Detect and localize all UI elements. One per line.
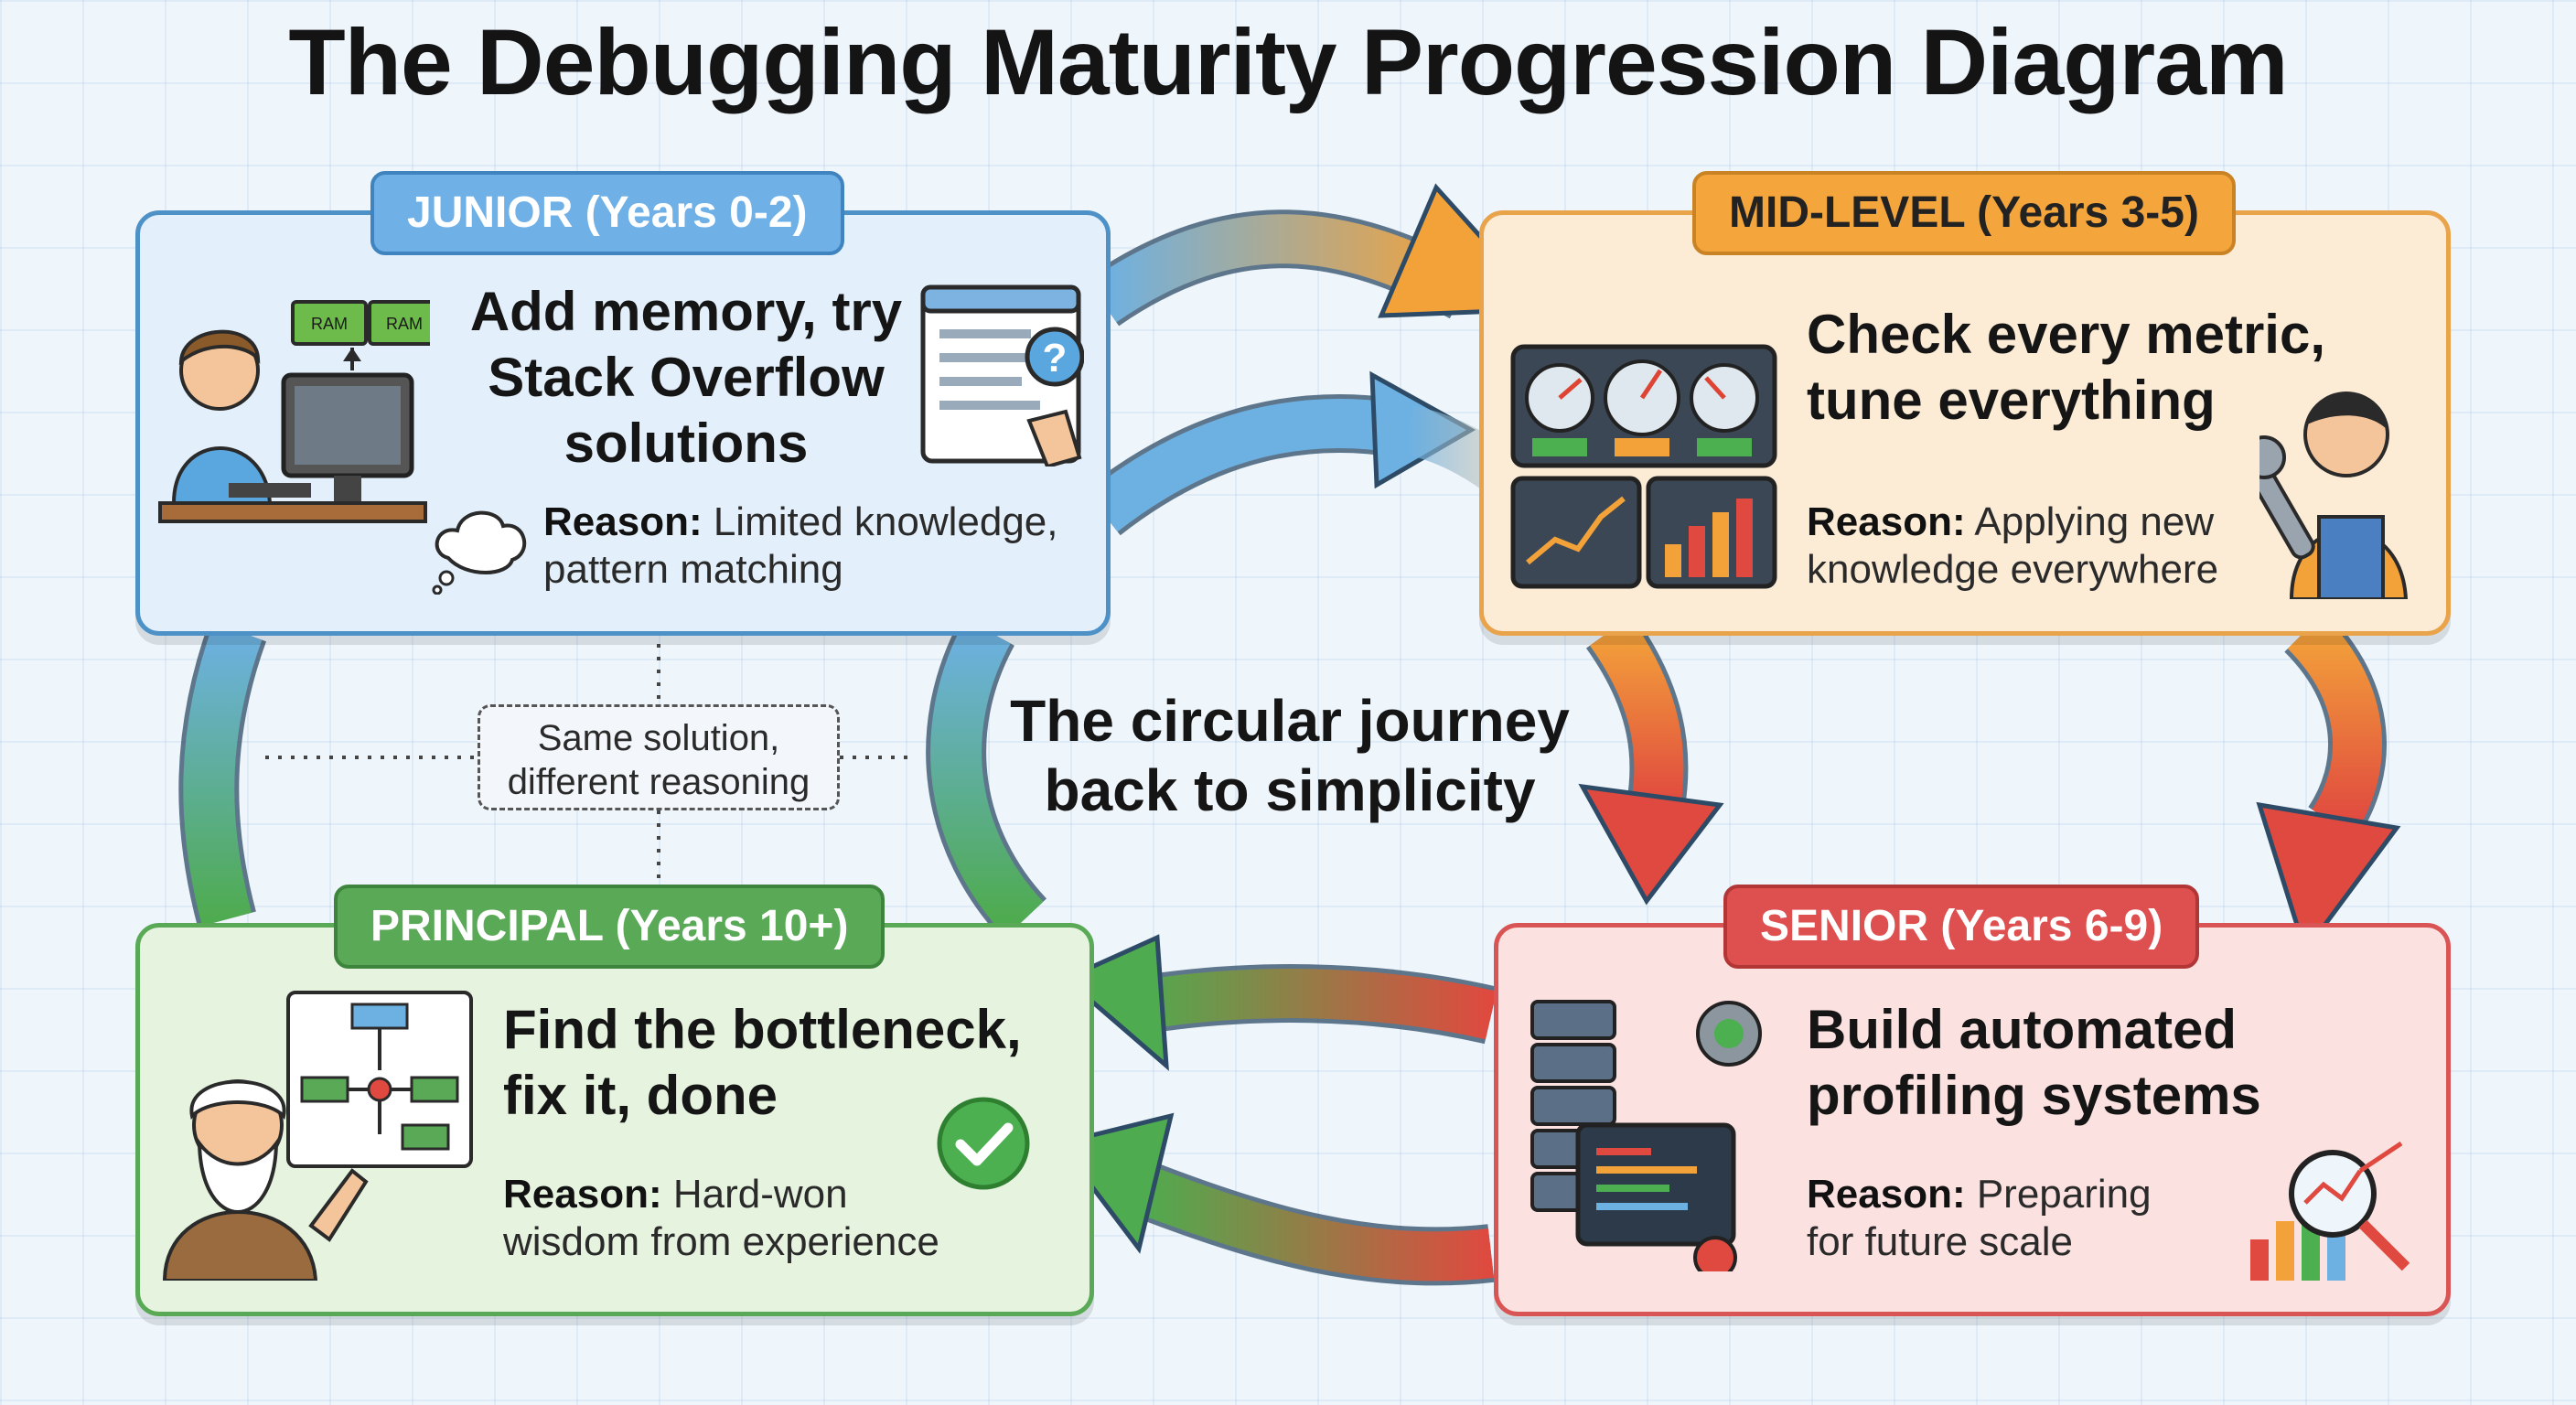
mid-level-headline: Check every metric, tune everything [1807,304,2326,431]
arrow-mid-to-senior-inner [1578,614,1724,906]
principal-stage-label: PRINCIPAL (Years 10+) [334,885,886,969]
gear-icon [1696,1001,1762,1067]
wrench-icon [2259,435,2315,560]
same-solution-note: Same solution, different reasoning [478,704,840,810]
junior-headline: Add memory, try Stack Overflow solutions [469,281,903,474]
svg-text:RAM: RAM [386,315,423,333]
senior-reason: Reason: Preparing for future scale [1807,1172,2152,1264]
svg-text:?: ? [1043,336,1068,381]
gauge-icon [1525,363,1594,433]
mid-level-reason: Reason: Applying new knowledge everywher… [1807,499,2219,592]
metrics-dashboard-icon [1510,344,1777,589]
senior-stage-label: SENIOR (Years 6-9) [1723,885,2200,969]
ram-icon [291,300,368,346]
stack-overflow-page-icon: ? [920,284,1084,467]
thought-cloud-icon [432,510,527,595]
junior-reason: Reason: Limited knowledge, pattern match… [543,499,1058,592]
junior-stage-label: JUNIOR (Years 0-2) [370,171,844,255]
arrow-mid-to-senior-outer [2256,610,2401,957]
arrow-senior-to-principal-upper [1061,934,1498,1071]
cursor-hand-icon [1026,409,1082,467]
line-chart-icon [1510,476,1642,589]
junior-developer-illustration: RAM RAM [158,300,430,523]
question-icon [1025,327,1084,387]
senior-headline: Build automated profiling systems [1807,999,2261,1126]
principal-headline: Find the bottleneck, fix it, done [503,999,1022,1126]
page-title: The Debugging Maturity Progression Diagr… [288,10,2288,114]
svg-text:RAM: RAM [311,315,348,333]
principal-reason: Reason: Hard-won wisdom from experience [503,1172,939,1264]
arrow-junior-center-loop [926,617,1047,940]
checkmark-icon [937,1097,1030,1190]
center-caption: The circular journey back to simplicity [1010,688,1570,823]
analytics-magnifier-icon [2250,1141,2410,1281]
automated-profiling-illustration [1530,1000,1762,1271]
mid-level-stage-label: MID-LEVEL (Years 3-5) [1692,171,2236,255]
mid-level-engineer-with-wrench [2259,391,2409,599]
principal-engineer-illustration [162,991,473,1281]
arrow-senior-to-principal-lower [1055,1112,1495,1286]
dotted-connectors [265,631,915,883]
flowchart-icon [286,991,473,1168]
bottleneck-marker [367,1077,392,1102]
